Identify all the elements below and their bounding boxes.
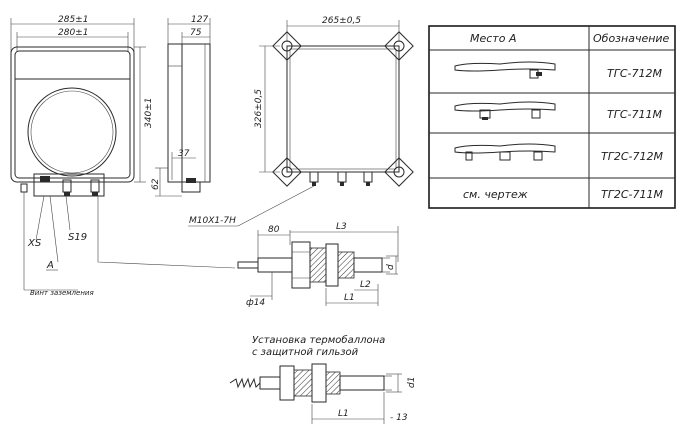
sensor-assembly: 80 L3 d L2 L1 ф14	[237, 222, 399, 308]
dim-d1: d1	[407, 377, 417, 388]
label-ground-screw: Винт заземления	[30, 289, 94, 297]
row-3-sketch	[454, 143, 556, 161]
dim-dia14: ф14	[246, 298, 265, 308]
dim-inner-width: 280±1	[58, 28, 88, 38]
corner-lug-bl	[272, 157, 302, 187]
table-header-designation: Обозначение	[593, 32, 670, 45]
dim-l2: L2	[360, 280, 371, 290]
dim-height-small: 62	[151, 178, 161, 190]
row-4-designation: ТГ2С-711М	[601, 188, 663, 201]
front-view: 285±1 280±1 340±1 XS S19 А Винт заземлен…	[10, 15, 236, 297]
corner-lug-br	[384, 157, 414, 187]
dim-depth-inner: 75	[190, 28, 202, 38]
row-2-designation: ТГС-711М	[607, 108, 662, 121]
table-header-place: Место А	[470, 32, 516, 45]
label-a: А	[46, 260, 54, 271]
dim-80: 80	[268, 225, 280, 235]
sleeve-installation: Установка термобаллона с защитной гильзо…	[229, 334, 417, 424]
dim-height: 340±1	[144, 98, 154, 128]
row-2-sketch	[454, 101, 556, 120]
dim-l3: L3	[336, 222, 347, 232]
designation-table: Место А Обозначение ТГС-712М ТГС-711М ТГ…	[428, 25, 676, 209]
corner-lug-tl	[272, 31, 302, 61]
sleeve-caption-2: с защитной гильзой	[252, 347, 359, 358]
thread-label: M10X1-7H	[189, 216, 236, 226]
dim-back-width: 265±0,5	[322, 16, 361, 26]
dim-depth: 127	[191, 15, 208, 25]
dim-offset: 37	[178, 149, 190, 159]
dim-minus13: - 13	[390, 413, 408, 423]
dim-sleeve-l1: L1	[338, 409, 349, 419]
dim-l1: L1	[344, 293, 355, 303]
label-s19: S19	[68, 232, 87, 243]
dim-d: d	[386, 264, 396, 270]
side-view: 127 75 37 62	[151, 15, 211, 197]
row-3-designation: ТГ2С-712М	[601, 150, 663, 163]
dim-back-height: 326±0,5	[254, 89, 264, 128]
sleeve-caption-1: Установка термобаллона	[252, 334, 385, 346]
row-4-place: см. чертеж	[463, 188, 528, 201]
corner-lug-tr	[384, 31, 414, 61]
row-1-sketch	[454, 61, 556, 79]
dim-outer-width: 285±1	[58, 15, 88, 25]
label-xs: XS	[27, 238, 42, 249]
back-view: 265±0,5 326±0,5	[188, 16, 414, 227]
row-1-designation: ТГС-712М	[607, 67, 662, 80]
